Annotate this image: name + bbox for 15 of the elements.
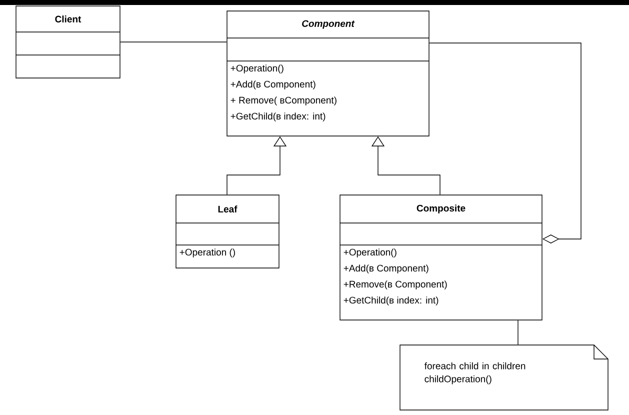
class-name: Composite [416, 204, 466, 214]
operation-text: +Add(в Component) [230, 80, 316, 90]
operation-text: + Remove( вComponent) [230, 96, 336, 106]
operation-text: +Operation() [230, 64, 284, 74]
class-name: Client [55, 16, 82, 22]
note-box: foreach child in children childOperation() [400, 344, 608, 410]
operation-text: +Remove(в Component) [344, 280, 447, 290]
operation-text: +GetChild(в index: int) [230, 112, 326, 122]
operation-text: +Operation() [344, 248, 396, 258]
operation-text: +Add(в Component) [344, 264, 428, 274]
operation-text: +GetChild(в index: int) [344, 296, 438, 306]
operation-text: +Operation () [180, 248, 235, 258]
class-name: Component [302, 20, 355, 29]
class-name: Leaf [218, 206, 238, 212]
aggregation-line [429, 42, 582, 244]
